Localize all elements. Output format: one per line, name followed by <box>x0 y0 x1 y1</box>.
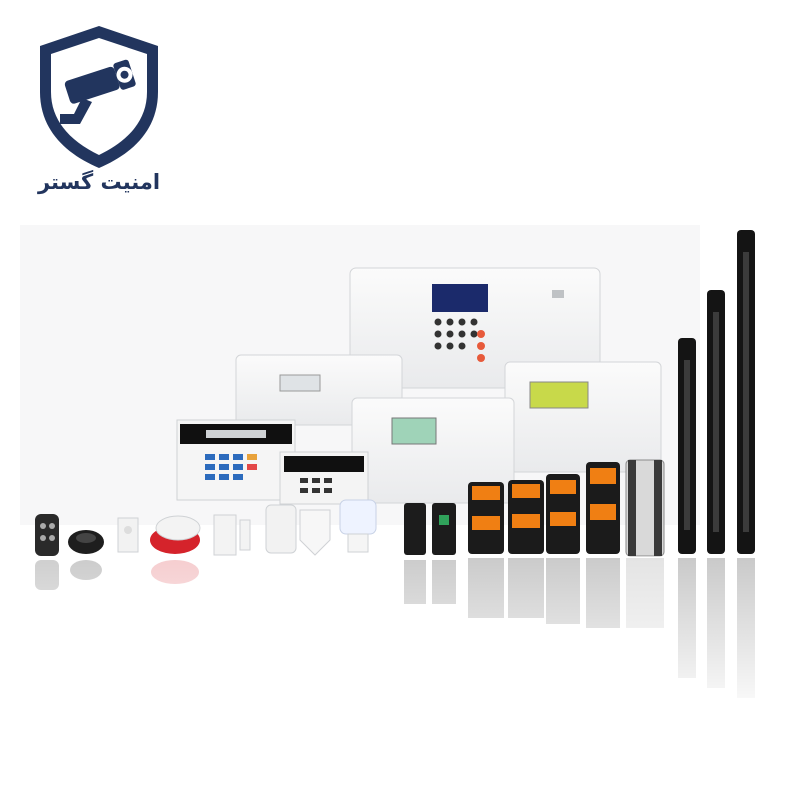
lcd-keypad <box>176 419 296 501</box>
center-control-panel <box>351 397 515 504</box>
brand-name: امنیت گستر <box>37 170 161 194</box>
remote-control <box>35 514 59 556</box>
piezo-siren <box>68 530 104 554</box>
infrared-beam-towers <box>678 230 755 554</box>
compact-keypad <box>279 451 369 505</box>
security-products-scene <box>0 225 800 720</box>
brand-logo: امنیت گستر <box>34 22 164 202</box>
panic-button <box>117 517 139 553</box>
photoelectric-beam-detectors <box>468 459 665 557</box>
shield-camera-icon <box>40 26 158 168</box>
door-contact <box>213 514 251 556</box>
main-control-panel <box>349 267 601 389</box>
smoke-detector <box>150 515 201 554</box>
lcd-control-panel <box>504 361 662 473</box>
motion-detectors <box>265 499 377 556</box>
mini-beam-detectors <box>404 503 456 555</box>
